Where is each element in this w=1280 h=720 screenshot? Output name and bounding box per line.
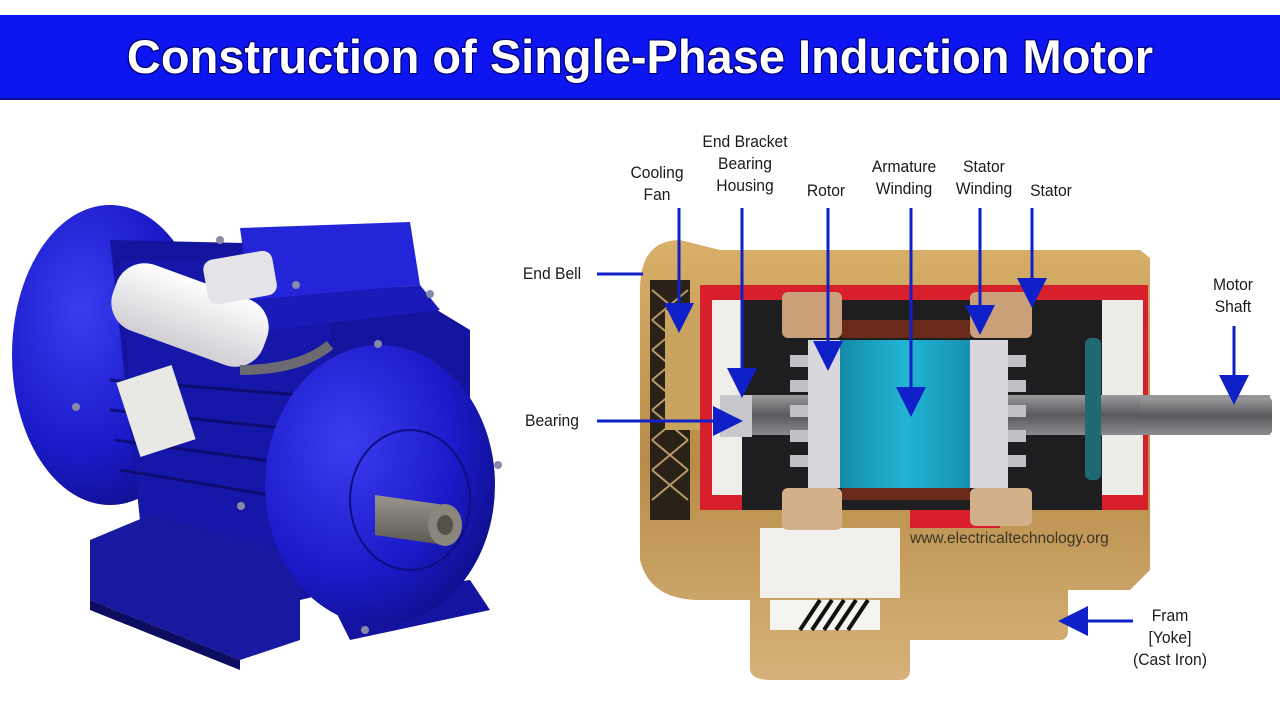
label-cooling-fan: Cooling Fan	[625, 162, 689, 206]
title-banner: Construction of Single-Phase Induction M…	[0, 15, 1280, 100]
label-line: Cooling	[630, 163, 684, 182]
label-rotor: Rotor	[798, 180, 853, 202]
label-line: End Bell	[522, 264, 582, 283]
terminal-box	[240, 222, 440, 330]
label-end-bracket-bearing-housing: End Bracket Bearing Housing	[694, 131, 795, 197]
label-line: Fan	[643, 185, 671, 204]
rotor-part	[790, 340, 1026, 488]
watermark-text: www.electricaltechnology.org	[910, 530, 1109, 547]
label-line: Motor	[1213, 275, 1253, 294]
stator-windings	[782, 292, 1032, 530]
label-line: Fram	[1151, 606, 1189, 625]
label-line: Winding	[875, 179, 933, 198]
nameplate	[116, 364, 196, 458]
label-line: Stator	[963, 157, 1005, 176]
label-stator: Stator	[1022, 180, 1079, 202]
label-line: Bearing	[525, 411, 579, 430]
label-line: End Bracket	[702, 132, 788, 151]
label-line: [Yoke]	[1148, 628, 1192, 647]
label-line: Shaft	[1214, 297, 1252, 316]
label-bearing: Bearing	[519, 410, 585, 432]
label-stator-winding: Stator Winding	[951, 156, 1017, 200]
label-motor-shaft: Motor Shaft	[1203, 274, 1264, 318]
label-line: (Cast Iron)	[1133, 650, 1207, 669]
label-line: Winding	[955, 179, 1013, 198]
label-frame-yoke: Fram [Yoke] (Cast Iron)	[1124, 605, 1216, 671]
label-line: Rotor	[806, 181, 846, 200]
label-line: Stator	[1030, 181, 1072, 200]
label-line: Armature	[871, 157, 937, 176]
capacitor	[111, 250, 334, 375]
base-label-sticker	[770, 598, 880, 632]
front-end-shield	[265, 345, 495, 625]
label-line: Bearing	[718, 154, 772, 173]
label-end-bell: End Bell	[515, 263, 589, 285]
bolts	[72, 236, 502, 634]
page-title: Construction of Single-Phase Induction M…	[126, 30, 1154, 83]
front-shaft	[375, 495, 462, 546]
callout-arrows	[597, 208, 1249, 636]
label-armature-winding: Armature Winding	[865, 156, 942, 200]
label-line: Housing	[716, 176, 774, 195]
